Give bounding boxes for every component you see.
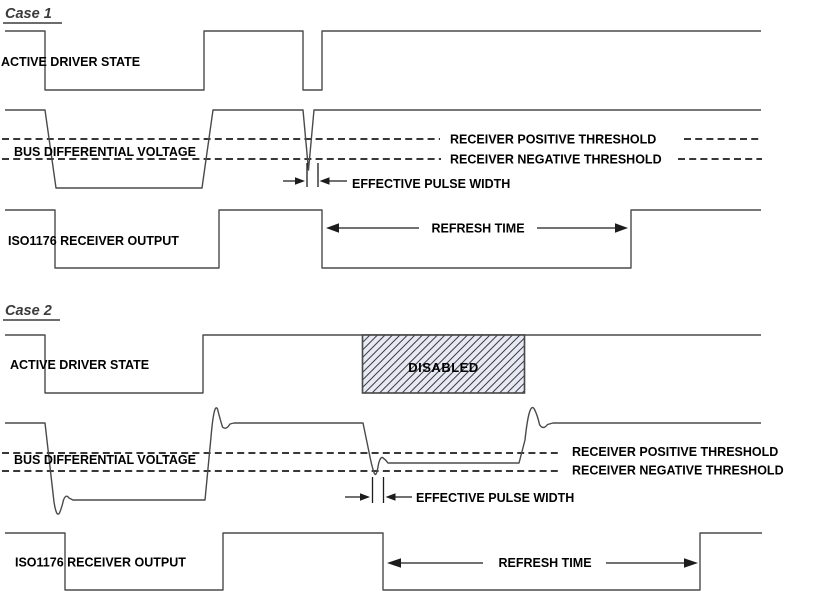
- case2-bus-label: BUS DIFFERENTIAL VOLTAGE: [14, 453, 196, 467]
- case1-title: Case 1: [5, 6, 52, 22]
- case2-driver-label: ACTIVE DRIVER STATE: [10, 358, 149, 372]
- case2-pulse-width-arrowheads-icon: [360, 493, 396, 501]
- case2-negative-threshold-label: RECEIVER NEGATIVE THRESHOLD: [572, 464, 784, 478]
- case2-effective-pulse-width-label: EFFECTIVE PULSE WIDTH: [416, 491, 574, 505]
- case2-title: Case 2: [5, 303, 52, 319]
- case1-bus-label: BUS DIFFERENTIAL VOLTAGE: [14, 145, 196, 159]
- case1-refresh-time-label: REFRESH TIME: [431, 222, 524, 236]
- case1-bus-differential-waveform: [5, 109, 761, 189]
- case1-effective-pulse-width-label: EFFECTIVE PULSE WIDTH: [352, 177, 510, 191]
- case2-disabled-region-hatch: [361, 334, 526, 394]
- case1-driver-label: ACTIVE DRIVER STATE: [1, 55, 140, 69]
- case1-receiver-label: ISO1176 RECEIVER OUTPUT: [8, 234, 179, 248]
- case2-active-driver-waveform: [5, 334, 761, 394]
- case1-receiver-output-waveform: [5, 209, 761, 269]
- case1-pulse-width-arrowheads-icon: [295, 177, 330, 185]
- case2-receiver-label: ISO1176 RECEIVER OUTPUT: [15, 556, 186, 570]
- case2-bus-differential-waveform: [5, 406, 761, 515]
- case1-pulse-width-ticks: [306, 163, 319, 187]
- case2-refresh-time-label: REFRESH TIME: [498, 556, 591, 570]
- case1-negative-threshold-label: RECEIVER NEGATIVE THRESHOLD: [450, 153, 662, 167]
- case2-pulse-width-ticks: [371, 477, 385, 503]
- case2-section: Case 2 DISABLED ACTIVE DRIVER STATE BUS …: [2, 303, 784, 591]
- case1-positive-threshold-label: RECEIVER POSITIVE THRESHOLD: [450, 133, 656, 147]
- case1-active-driver-waveform: [5, 30, 761, 91]
- case2-disabled-label: DISABLED: [408, 360, 478, 375]
- case1-section: Case 1 ACTIVE DRIVER STATE BUS DIFFERENT…: [1, 6, 762, 269]
- case2-positive-threshold-label: RECEIVER POSITIVE THRESHOLD: [572, 445, 778, 459]
- case2-receiver-output-waveform: [5, 532, 762, 591]
